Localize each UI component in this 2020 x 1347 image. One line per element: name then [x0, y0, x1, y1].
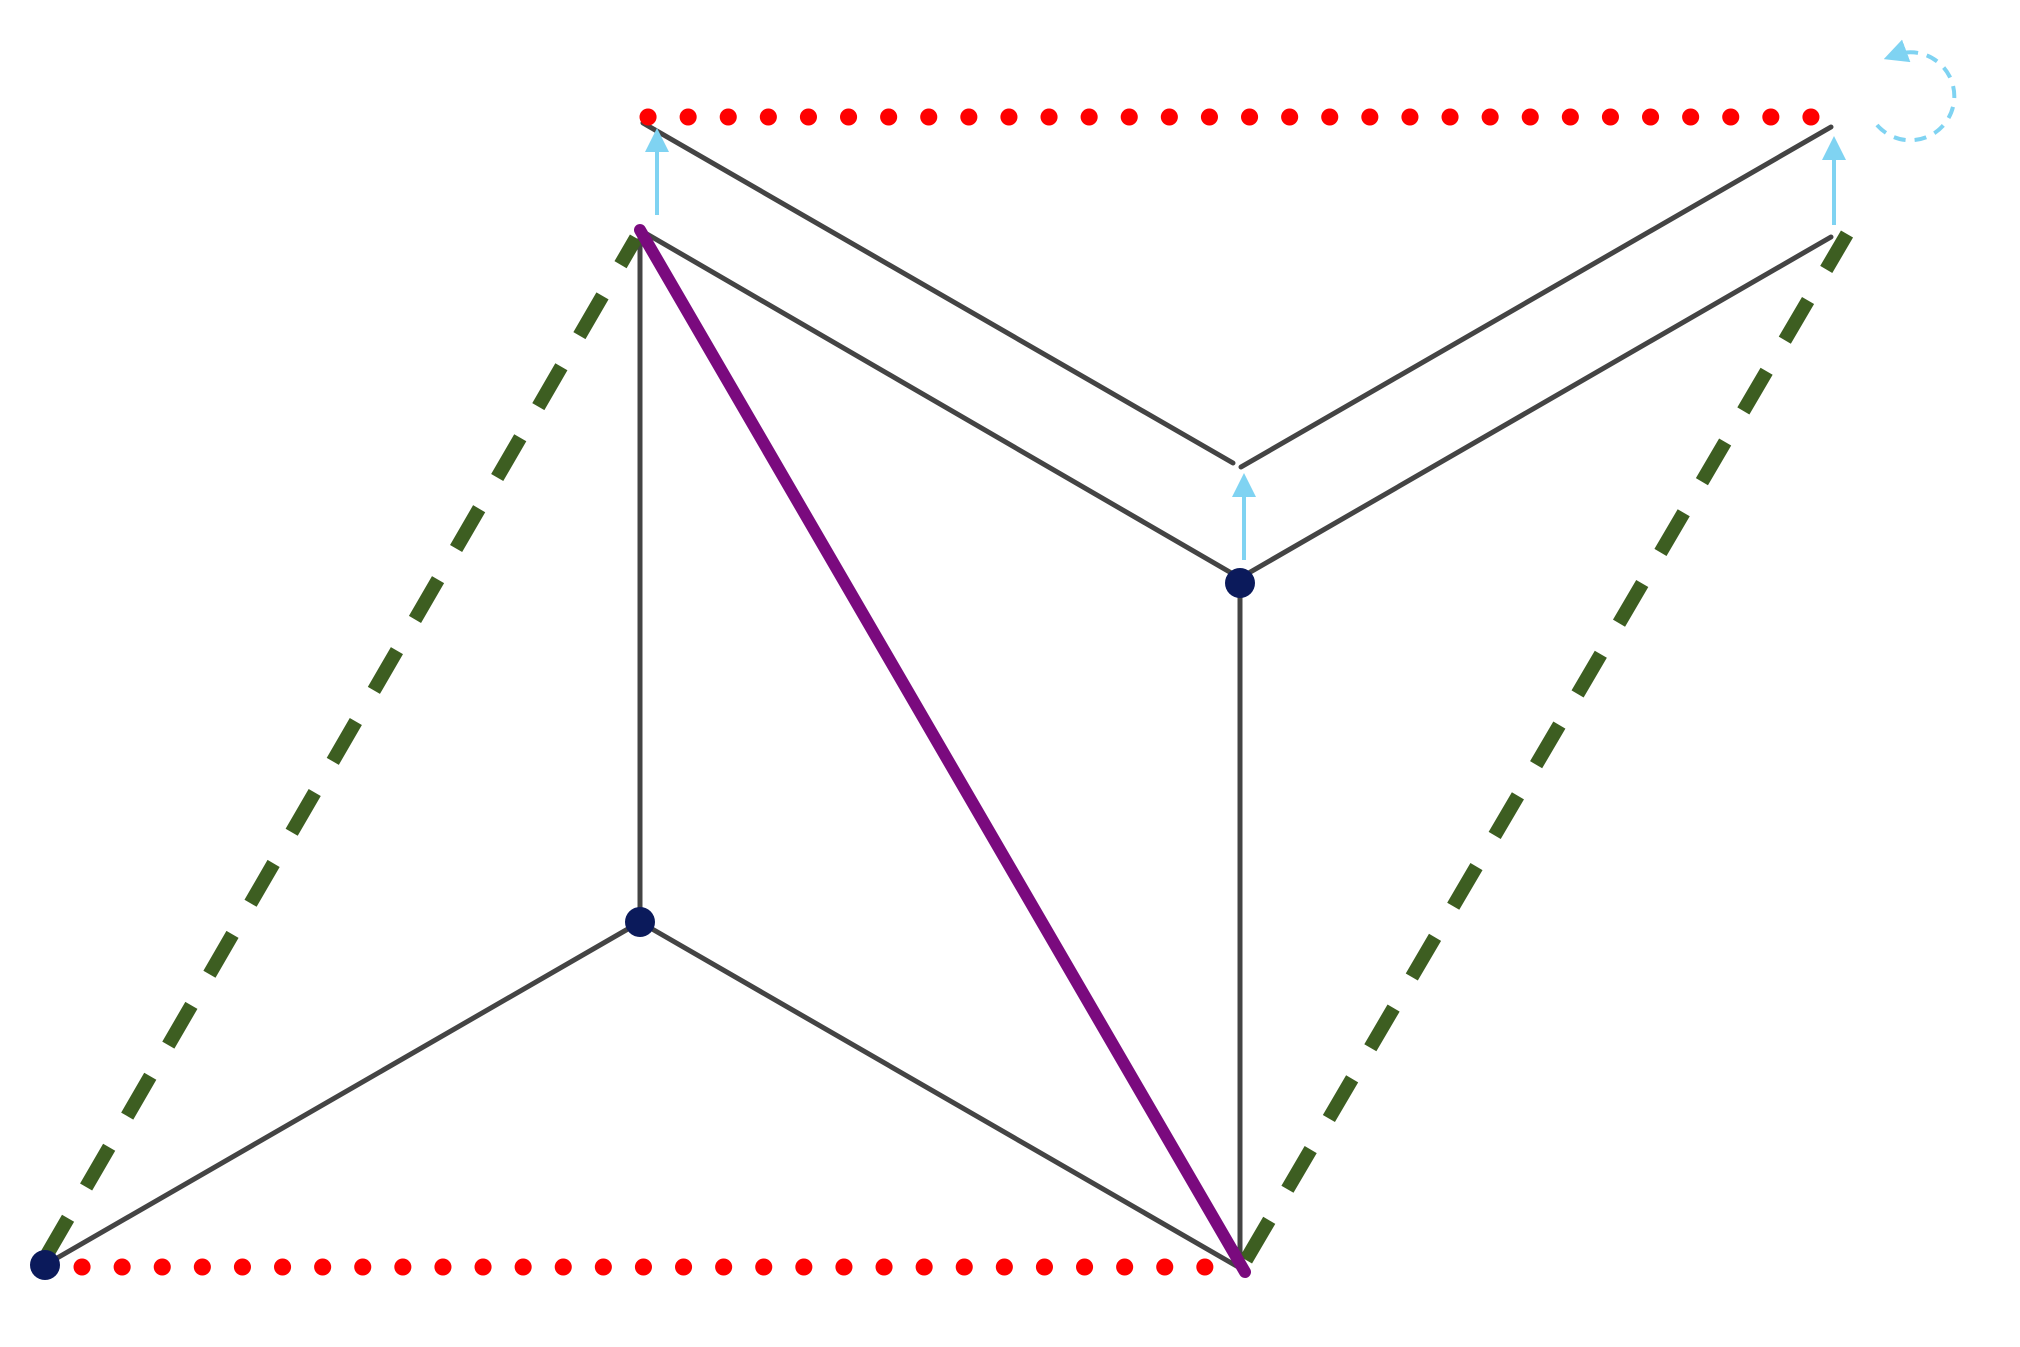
dotted-edges [73, 108, 1839, 1276]
edge-top-middle-to-top-right [1238, 124, 1834, 470]
edge-bottom-left-to-inner [42, 919, 643, 1268]
vertices [30, 568, 1255, 1280]
diagonal-edge [634, 224, 1251, 1278]
dashed-edge-left [38, 234, 643, 1262]
rotate-arrow-icon [1875, 39, 1957, 143]
edge-inner-to-bottom-right [637, 919, 1243, 1271]
edge-mid-left-to-mid-middle [637, 227, 1243, 581]
solid-edges [42, 120, 1834, 1271]
dashed-edges [38, 230, 1854, 1264]
edge-top-left-to-top-middle [640, 120, 1236, 466]
vertex-inner [625, 907, 655, 937]
vertex-mid-middle [1225, 568, 1255, 598]
vertex-bottom-left [30, 1250, 60, 1280]
move-arrows [645, 39, 1957, 560]
edge-mid-middle-to-mid-right [1237, 234, 1834, 581]
dashed-edge-right [1239, 230, 1854, 1264]
